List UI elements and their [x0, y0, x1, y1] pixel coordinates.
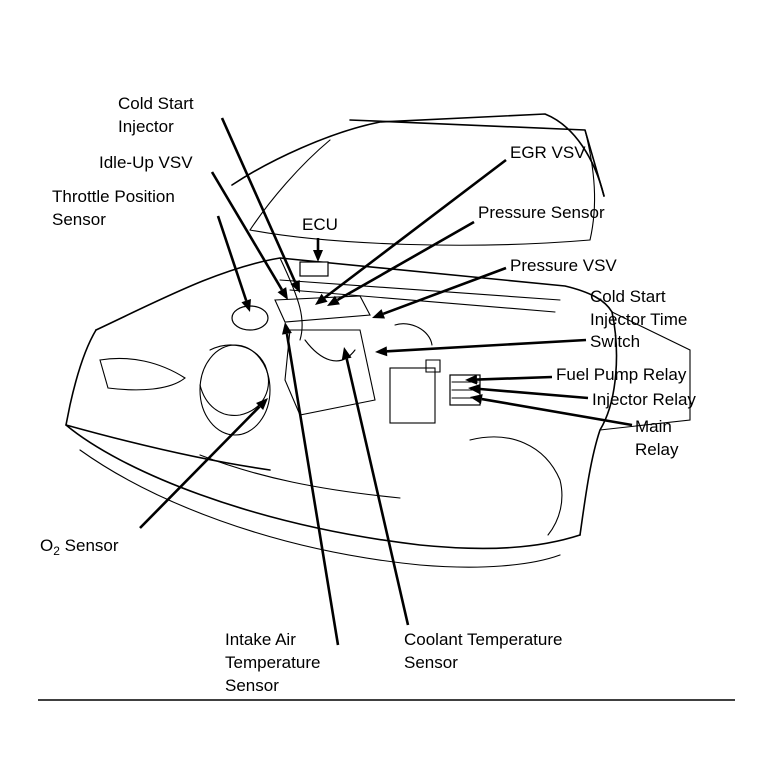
- firewall-line: [279, 279, 561, 301]
- headlight-left: [99, 357, 186, 391]
- label-main-relay: Main Relay: [635, 417, 679, 459]
- intake-manifold: [274, 295, 371, 323]
- engine-block: [284, 329, 376, 416]
- left-fender: [65, 329, 271, 471]
- hood-outline: [95, 257, 613, 331]
- right-wheel-well: [469, 436, 563, 536]
- ecu-box: [299, 261, 329, 277]
- leader-fuel-pump-relay: [476, 375, 553, 381]
- label-intake-air-temperature-sensor: Intake Air Temperature Sensor: [225, 630, 325, 695]
- label-throttle-position-sensor: Throttle Position Sensor: [52, 187, 180, 229]
- leader-lines: [139, 117, 633, 646]
- hood-open-edge: [279, 257, 303, 341]
- label-pressure-sensor: Pressure Sensor: [478, 203, 605, 222]
- right-body-side: [599, 311, 691, 431]
- leader-idle-up-vsv: [210, 171, 283, 291]
- leader-pressure-vsv: [382, 266, 507, 316]
- labels: Cold Start Injector Idle-Up VSV Throttle…: [40, 94, 696, 695]
- arrowhead-idle-up-vsv: [277, 287, 288, 300]
- strut-tower: [394, 323, 433, 346]
- air-intake-hose: [199, 344, 269, 416]
- label-pressure-vsv: Pressure VSV: [510, 256, 617, 275]
- arrowhead-cold-start-injector: [290, 280, 300, 293]
- arrowhead-ecu: [313, 250, 323, 262]
- fan-shroud: [199, 344, 271, 436]
- label-cold-start-injector-time-switch: Cold Start Injector Time Switch: [590, 287, 692, 351]
- bumper-lower: [79, 449, 561, 568]
- arrowhead-egr-vsv: [315, 293, 328, 305]
- label-injector-relay: Injector Relay: [592, 390, 696, 409]
- label-egr-vsv: EGR VSV: [510, 143, 586, 162]
- leader-pressure-sensor: [336, 220, 475, 302]
- arrowhead-o2-sensor: [256, 398, 268, 411]
- leader-o2-sensor: [139, 405, 261, 529]
- battery: [389, 367, 436, 424]
- arrowhead-coolant-temperature-sensor: [341, 347, 352, 360]
- a-pillar-left: [249, 139, 331, 231]
- arrowhead-injector-relay: [468, 384, 481, 394]
- label-o2-sensor: O2 Sensor: [40, 536, 119, 558]
- arrowhead-fuel-pump-relay: [465, 374, 478, 385]
- grille-line: [199, 454, 401, 499]
- arrowhead-intake-air-temperature-sensor: [282, 322, 292, 335]
- a-pillar-right: [584, 129, 596, 241]
- front-bumper: [65, 424, 581, 550]
- cowl-line: [289, 289, 556, 313]
- windshield-base: [249, 229, 591, 246]
- arrowhead-pressure-sensor: [327, 295, 340, 306]
- label-fuel-pump-relay: Fuel Pump Relay: [556, 365, 687, 384]
- leader-main-relay: [481, 397, 633, 427]
- arrowhead-throttle-position-sensor: [241, 299, 251, 312]
- label-idle-up-vsv: Idle-Up VSV: [99, 153, 193, 172]
- leader-cold-start-injector-time-switch: [386, 338, 587, 353]
- leader-egr-vsv: [323, 158, 507, 299]
- leader-intake-air-temperature-sensor: [285, 333, 340, 646]
- arrowhead-main-relay: [470, 394, 483, 404]
- arrowhead-cold-start-injector-time-switch: [375, 346, 388, 357]
- battery-cap: [425, 359, 441, 373]
- leader-throttle-position-sensor: [216, 215, 248, 302]
- leader-cold-start-injector: [220, 117, 297, 283]
- label-coolant-temperature-sensor: Coolant Temperature Sensor: [404, 630, 567, 672]
- leader-injector-relay: [479, 387, 589, 400]
- leader-coolant-temperature-sensor: [345, 358, 410, 626]
- car-illustration: [65, 113, 691, 568]
- label-ecu: ECU: [302, 215, 338, 234]
- arrowhead-pressure-vsv: [372, 309, 385, 319]
- label-cold-start-injector: Cold Start Injector: [118, 94, 198, 136]
- radiator-hose: [304, 339, 356, 362]
